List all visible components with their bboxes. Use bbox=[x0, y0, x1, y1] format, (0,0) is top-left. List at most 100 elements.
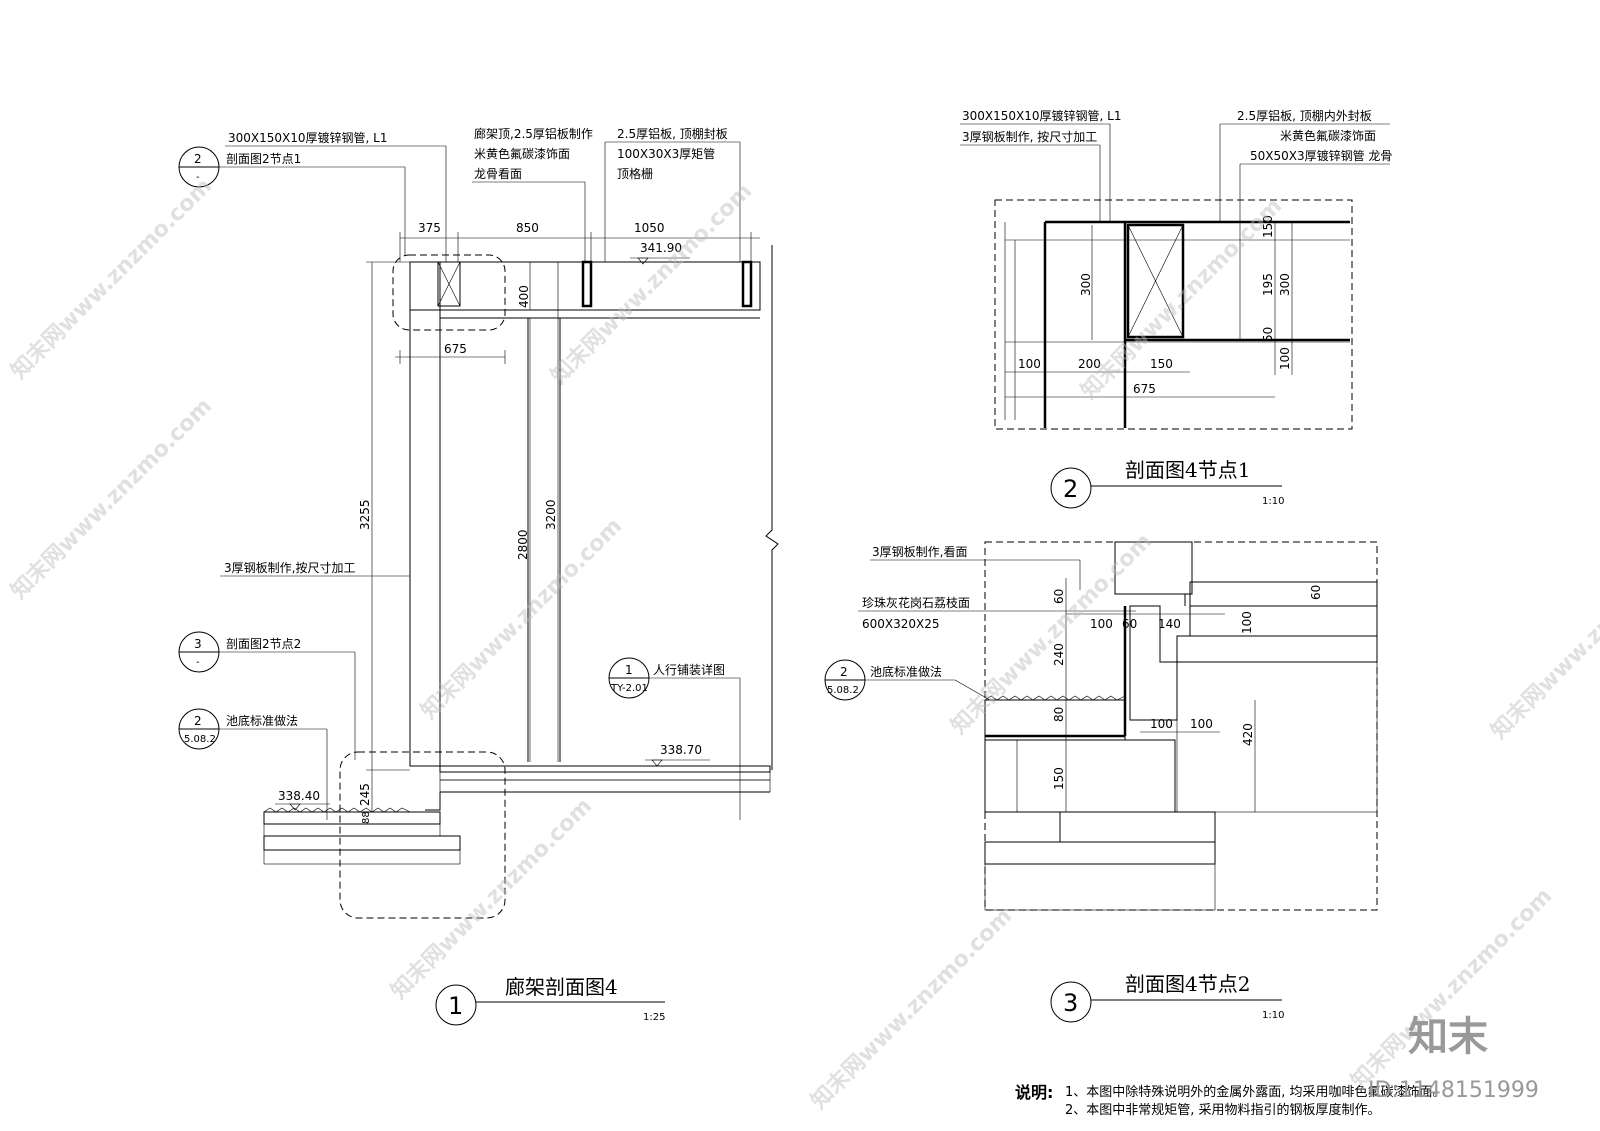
dim-420: 420 bbox=[1241, 723, 1255, 746]
dim-100a: 100 bbox=[1090, 617, 1113, 631]
callout-sheet: - bbox=[196, 172, 200, 183]
dim-60b: 60 bbox=[1309, 585, 1323, 600]
label-pipe1: 300X150X10厚镀锌钢管, L1 bbox=[962, 108, 1121, 123]
label-roof3: 龙骨看面 bbox=[474, 167, 522, 181]
drawing-1: 375 850 1050 341.90 400 675 3255 2800 32… bbox=[178, 126, 779, 1026]
dim-240: 240 bbox=[1052, 643, 1066, 666]
callout-sheet: TY-2.01 bbox=[610, 683, 648, 694]
watermark: 知末网www.znzmo.com bbox=[806, 903, 1017, 1114]
dim-2800: 2800 bbox=[516, 529, 530, 560]
label-steel: 3厚钢板制作,按尺寸加工 bbox=[224, 561, 355, 575]
drawing-2: 300 150 195 300 50 100 100 200 150 675 3… bbox=[960, 108, 1392, 509]
label-node2: 剖面图2节点2 bbox=[226, 637, 301, 651]
label-granite: 珍珠灰花岗石荔枝面 bbox=[862, 595, 970, 610]
column bbox=[409, 261, 441, 767]
dim-675: 675 bbox=[444, 342, 467, 356]
watermark: 知末网www.znzmo.com bbox=[1346, 883, 1557, 1094]
drawing-scale: 1:10 bbox=[1262, 496, 1284, 507]
dim-245: 245 bbox=[358, 783, 372, 806]
dim-60c: 60 bbox=[1122, 617, 1137, 631]
callout-sheet: 5.08.2 bbox=[184, 734, 216, 745]
dim-100d: 100 bbox=[1190, 717, 1213, 731]
dim-100c: 100 bbox=[1150, 717, 1173, 731]
label-pool-standard: 池底标准做法 bbox=[870, 664, 942, 679]
dim-3255: 3255 bbox=[358, 499, 372, 530]
label-alu1: 2.5厚铝板, 顶棚封板 bbox=[617, 126, 728, 141]
dim-50: 50 bbox=[1261, 327, 1275, 342]
drawing-number: 2 bbox=[1063, 475, 1078, 503]
brand-mark: 知末 ID:1148151999 bbox=[1368, 1014, 1539, 1103]
callout-ref: 2 bbox=[194, 714, 202, 728]
dim-140: 140 bbox=[1158, 617, 1181, 631]
drawing-number-circle bbox=[1050, 467, 1092, 509]
notes-line-1: 1、本图中除特殊说明外的金属外露面, 均采用咖啡色氟碳漆饰面。 bbox=[1065, 1084, 1446, 1100]
dim-375: 375 bbox=[418, 221, 441, 235]
dim-3200: 3200 bbox=[544, 499, 558, 530]
dim-80: 80 bbox=[1052, 707, 1066, 722]
drawing-number-circle bbox=[435, 984, 477, 1026]
label-paving: 人行铺装详图 bbox=[653, 662, 725, 677]
watermark: 知末网www.znzmo.com bbox=[6, 393, 217, 604]
watermark: 知末网www.znzmo.com bbox=[6, 173, 217, 384]
steel-pipe-section bbox=[437, 261, 461, 307]
brand-logo: 知末 bbox=[1408, 1014, 1488, 1060]
label-granite-size: 600X320X25 bbox=[862, 617, 940, 631]
dim-195: 195 bbox=[1261, 273, 1275, 296]
dim-150: 150 bbox=[1150, 357, 1173, 371]
dim-88: 88 bbox=[361, 811, 372, 824]
drawing-number: 1 bbox=[448, 992, 463, 1020]
callout-ref: 2 bbox=[194, 152, 202, 166]
drawing-3: 60 240 80 150 60 100 60 140 100 100 100 … bbox=[824, 541, 1378, 1023]
grille-bar bbox=[581, 260, 593, 308]
label-pipe: 300X150X10厚镀锌钢管, L1 bbox=[228, 130, 387, 145]
dim-675: 675 bbox=[1133, 382, 1156, 396]
label-steel-face: 3厚钢板制作,看面 bbox=[872, 545, 967, 559]
roof-beam bbox=[409, 261, 761, 311]
dim-60: 60 bbox=[1052, 589, 1066, 604]
dim-400: 400 bbox=[517, 285, 531, 308]
callout-sheet: - bbox=[196, 657, 200, 668]
dim-850: 850 bbox=[516, 221, 539, 235]
callout-ref: 2 bbox=[840, 665, 848, 679]
drawing-title: 剖面图4节点1 bbox=[1125, 458, 1250, 482]
grille-bar bbox=[741, 260, 753, 308]
drawing-title: 剖面图4节点2 bbox=[1125, 972, 1250, 996]
notes-line-2: 2、本图中非常规矩管, 采用物料指引的钢板厚度制作。 bbox=[1065, 1102, 1381, 1118]
dim-100b: 100 bbox=[1240, 611, 1254, 634]
drawing-number: 3 bbox=[1063, 989, 1078, 1017]
steel-pipe-box bbox=[1126, 223, 1185, 339]
label-alu1: 2.5厚铝板, 顶棚内外封板 bbox=[1237, 108, 1372, 123]
label-alu2: 100X30X3厚矩管 bbox=[617, 146, 715, 161]
callout-sheet: 5.08.2 bbox=[827, 685, 859, 696]
label-alu3: 顶格栅 bbox=[617, 166, 653, 181]
callout-ref: 3 bbox=[194, 637, 202, 651]
label-alu2: 米黄色氟碳漆饰面 bbox=[1280, 129, 1376, 143]
dim-100v: 100 bbox=[1278, 347, 1292, 370]
notes: 说明: 1、本图中除特殊说明外的金属外露面, 均采用咖啡色氟碳漆饰面。 2、本图… bbox=[1015, 1083, 1446, 1118]
label-node1: 剖面图2节点1 bbox=[226, 152, 301, 166]
dim-1050: 1050 bbox=[634, 221, 665, 235]
detail-boundary bbox=[994, 199, 1353, 430]
watermark: 知末网www.znzmo.com bbox=[1486, 533, 1600, 744]
dim-300b: 300 bbox=[1278, 273, 1292, 296]
dim-100: 100 bbox=[1018, 357, 1041, 371]
dim-200: 200 bbox=[1078, 357, 1101, 371]
watermark: 知末网www.znzmo.com bbox=[386, 793, 597, 1004]
detail-cloud-1 bbox=[392, 254, 506, 331]
elevation-pool: 338.40 bbox=[278, 789, 320, 803]
drawing-scale: 1:10 bbox=[1262, 1010, 1284, 1021]
label-pool: 池底标准做法 bbox=[226, 713, 298, 728]
label-pipe2: 3厚钢板制作, 按尺寸加工 bbox=[962, 130, 1097, 144]
label-roof1: 廊架顶,2.5厚铝板制作 bbox=[474, 126, 593, 141]
label-alu3: 50X50X3厚镀锌钢管 龙骨 bbox=[1250, 148, 1392, 163]
dim-300: 300 bbox=[1079, 273, 1093, 296]
drawing-title: 廊架剖面图4 bbox=[505, 975, 618, 999]
label-roof2: 米黄色氟碳漆饰面 bbox=[474, 147, 570, 161]
brand-id: ID:1148151999 bbox=[1368, 1078, 1539, 1103]
notes-heading: 说明: bbox=[1015, 1083, 1053, 1102]
dim-150v: 150 bbox=[1261, 215, 1275, 238]
watermark: 知末网www.znzmo.com bbox=[546, 178, 757, 389]
callout-ref: 1 bbox=[625, 663, 633, 677]
detail-cloud-2 bbox=[339, 751, 506, 919]
